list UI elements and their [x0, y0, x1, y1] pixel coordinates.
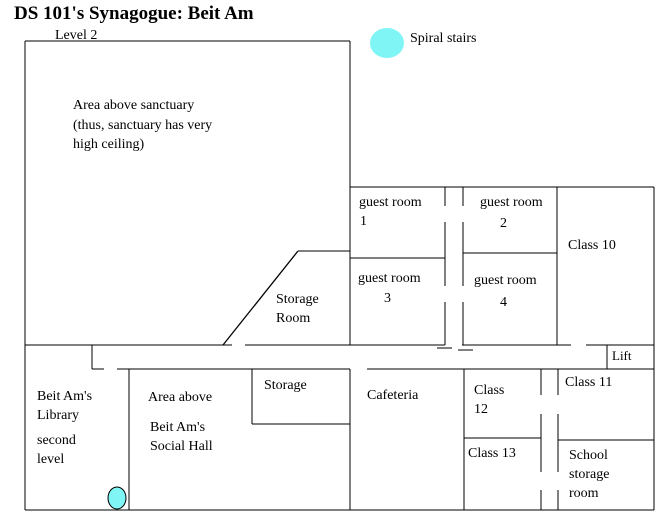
storage-room-label-2: Room — [276, 311, 311, 326]
guest-room-2-label: guest room — [480, 195, 543, 210]
lift-label: Lift — [612, 348, 632, 363]
storage-room-label-1: Storage — [276, 292, 319, 307]
school-storage-label-3: room — [569, 486, 599, 501]
cafeteria-label: Cafeteria — [367, 388, 419, 403]
room-label-sanctuary-3: high ceiling) — [73, 137, 145, 152]
social-hall-label-1: Area above — [148, 390, 213, 405]
class-11-label: Class 11 — [565, 375, 613, 390]
class-12-label-1: Class — [474, 383, 505, 398]
library-label-2: Library — [37, 408, 79, 423]
level-label: Level 2 — [55, 28, 98, 43]
class-10-label: Class 10 — [568, 238, 616, 253]
page-title: DS 101's Synagogue: Beit Am — [14, 3, 254, 24]
spiral-stairs-icon — [370, 28, 404, 58]
library-label-3: second — [37, 433, 76, 448]
school-storage-label-2: storage — [569, 467, 610, 482]
library-label-4: level — [37, 452, 65, 467]
social-hall-label-3: Social Hall — [150, 439, 213, 454]
room-label-sanctuary-2: (thus, sanctuary has very — [73, 118, 213, 133]
room-label-sanctuary-1: Area above sanctuary — [73, 98, 195, 113]
guest-room-4-label: guest room — [474, 273, 537, 288]
library-spiral-stairs-icon — [107, 486, 127, 510]
storage-label: Storage — [264, 378, 307, 393]
guest-room-3-number: 3 — [384, 291, 391, 306]
guest-room-1-label: guest room — [359, 195, 422, 210]
guest-room-3-label: guest room — [358, 271, 421, 286]
class-13-label: Class 13 — [468, 446, 516, 461]
class-12-label-2: 12 — [474, 402, 488, 417]
library-label-1: Beit Am's — [37, 389, 93, 404]
guest-room-1-number: 1 — [360, 214, 367, 229]
guest-room-2-number: 2 — [500, 216, 507, 231]
legend-label: Spiral stairs — [410, 31, 477, 46]
storage-room-diagonal — [222, 250, 299, 346]
guest-room-4-number: 4 — [500, 295, 507, 310]
school-storage-label-1: School — [569, 448, 608, 463]
social-hall-label-2: Beit Am's — [150, 420, 206, 435]
